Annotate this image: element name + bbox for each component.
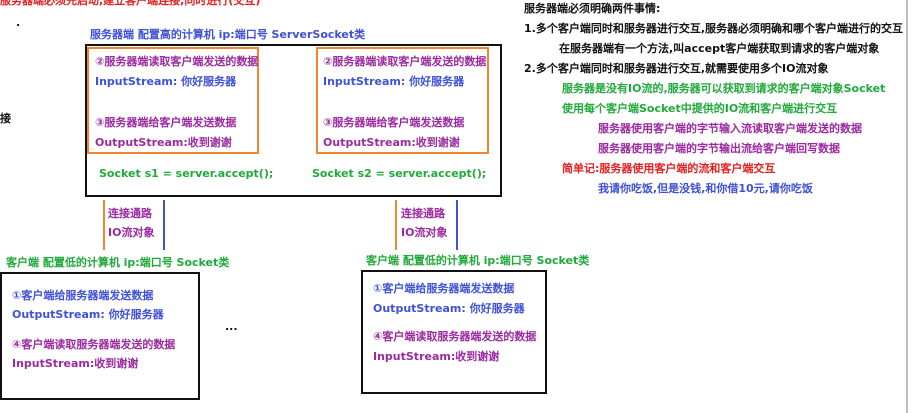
link1-line-orange: [103, 200, 105, 250]
link2-line2: IO流对象: [401, 226, 448, 239]
client1-read-stream: InputStream:收到谢谢: [12, 357, 139, 370]
notes-item2: 2.多个客户端同时和服务器进行交互,就需要使用多个IO流对象: [524, 62, 829, 75]
server1-read-step: ②服务器端读取客户端发送的数据: [95, 55, 259, 68]
client-box-1: [0, 272, 200, 400]
server1-accept-code: Socket s1 = server.accept();: [99, 167, 274, 180]
server-title: 服务器端 配置高的计算机 ip:端口号 ServerSocket类: [90, 28, 366, 41]
left-stub-text: 接: [0, 112, 11, 125]
client1-title: 客户端 配置低的计算机 ip:端口号 Socket类: [6, 256, 230, 269]
notes-item1: 1.多个客户端同时和服务器进行交互,服务器必须明确和哪个客户端进行的交互: [524, 22, 904, 35]
server2-read-stream: InputStream: 你好服务器: [323, 75, 465, 88]
notes-green-1: 服务器是没有IO流的,服务器可以获取到请求的客户端对象Socket: [562, 82, 886, 95]
server1-write-stream: OutputStream:收到谢谢: [95, 136, 232, 149]
link2-line1: 连接通路: [401, 207, 445, 220]
server1-write-step: ③服务器端给客户端发送数据: [95, 116, 237, 129]
client1-send-step: ①客户端给服务器端发送数据: [12, 289, 154, 302]
notes-purple-1: 服务器使用客户端的字节输入流读取客户端发送的数据: [598, 122, 862, 135]
server1-read-stream: InputStream: 你好服务器: [95, 75, 237, 88]
client-box-2: [361, 270, 547, 394]
client2-title: 客户端 配置低的计算机 ip:端口号 Socket类: [366, 254, 590, 267]
right-edge-divider: [906, 0, 908, 413]
link1-line2: IO流对象: [108, 226, 155, 239]
notes-heading: 服务器端必须明确两件事情:: [524, 2, 661, 15]
notes-joke: 我请你吃饭,但是没钱,和你借10元,请你吃饭: [598, 182, 813, 195]
server2-accept-code: Socket s2 = server.accept();: [312, 167, 487, 180]
client2-send-stream: OutputStream: 你好服务器: [373, 302, 525, 315]
notes-green-2: 使用每个客户端Socket中提供的IO流和客户端进行交互: [562, 102, 838, 115]
link2-line-blue: [456, 200, 458, 250]
server2-write-stream: OutputStream:收到谢谢: [323, 136, 460, 149]
server-socket-box-1: [87, 47, 259, 154]
client1-send-stream: OutputStream: 你好服务器: [12, 308, 164, 321]
notes-simple: 简单记:服务器使用客户端的流和客户端交互: [562, 162, 776, 175]
top-cut-text: 服务器端必须先启动,建立客户端连接,同时进行(交互): [0, 0, 261, 7]
server2-write-step: ③服务器端给客户端发送数据: [323, 116, 465, 129]
dot-mark: .: [16, 16, 21, 29]
server-box: [85, 44, 502, 197]
notes-item1-sub: 在服务器端有一个方法,叫accept客户端获取到请求的客户端对象: [559, 42, 880, 55]
server-socket-box-2: [316, 47, 489, 154]
client1-read-step: ④客户端读取服务器端发送的数据: [12, 338, 176, 351]
client2-send-step: ①客户端给服务器端发送数据: [373, 282, 515, 295]
link1-line1: 连接通路: [108, 207, 152, 220]
server2-read-step: ②服务器端读取客户端发送的数据: [323, 55, 487, 68]
link1-line-blue: [163, 200, 165, 250]
client2-read-step: ④客户端读取服务器端发送的数据: [373, 330, 537, 343]
link2-line-orange: [395, 200, 397, 250]
client2-read-stream: InputStream:收到谢谢: [373, 350, 500, 363]
ellipsis: ...: [225, 320, 238, 333]
notes-purple-2: 服务器使用客户端的字节输出流给客户端回写数据: [598, 142, 840, 155]
